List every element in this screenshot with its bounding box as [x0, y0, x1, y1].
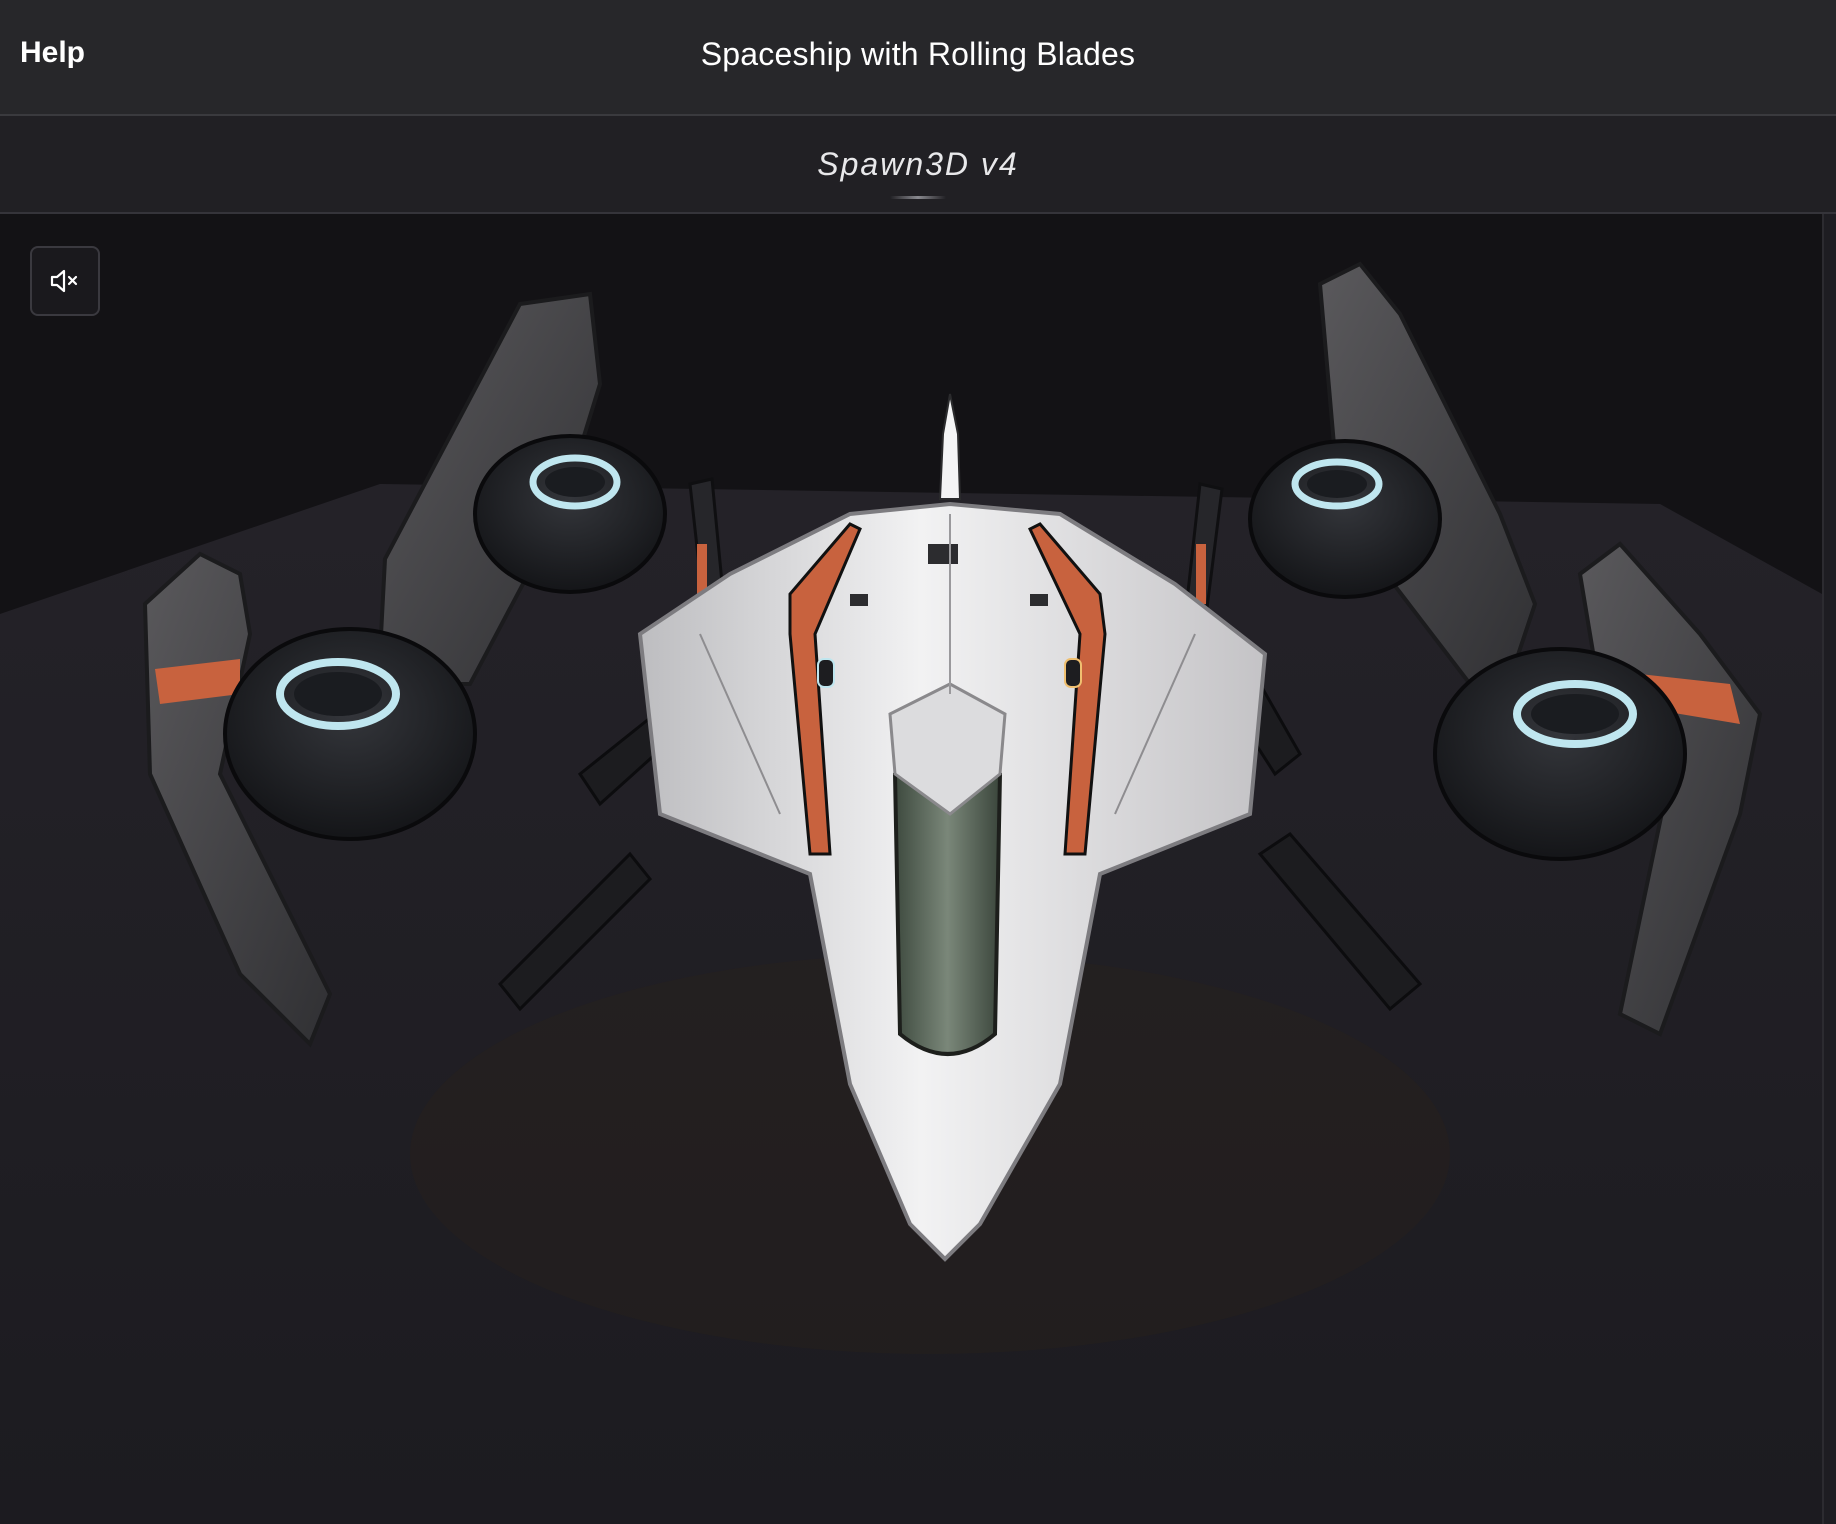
- model-tab-bar: Spawn3D v4: [0, 116, 1836, 214]
- top-header: Help Spaceship with Rolling Blades: [0, 0, 1836, 116]
- spaceship-scene: [0, 261, 1822, 1524]
- blade-bottom-left: [142, 551, 477, 1048]
- model-tab[interactable]: Spawn3D v4: [817, 146, 1019, 182]
- viewport-scrollbar[interactable]: [1822, 214, 1836, 1524]
- mute-button[interactable]: [30, 246, 100, 316]
- help-link[interactable]: Help: [20, 36, 86, 69]
- speaker-muted-icon: [50, 269, 78, 293]
- page-title: Spaceship with Rolling Blades: [700, 36, 1136, 72]
- blade-top-right: [1248, 261, 1538, 697]
- blade-top-left: [377, 291, 667, 686]
- tab-active-indicator: [890, 196, 946, 199]
- blade-bottom-right: [1433, 541, 1763, 1037]
- main-hull: [637, 393, 1268, 1262]
- 3d-viewport[interactable]: [0, 214, 1822, 1524]
